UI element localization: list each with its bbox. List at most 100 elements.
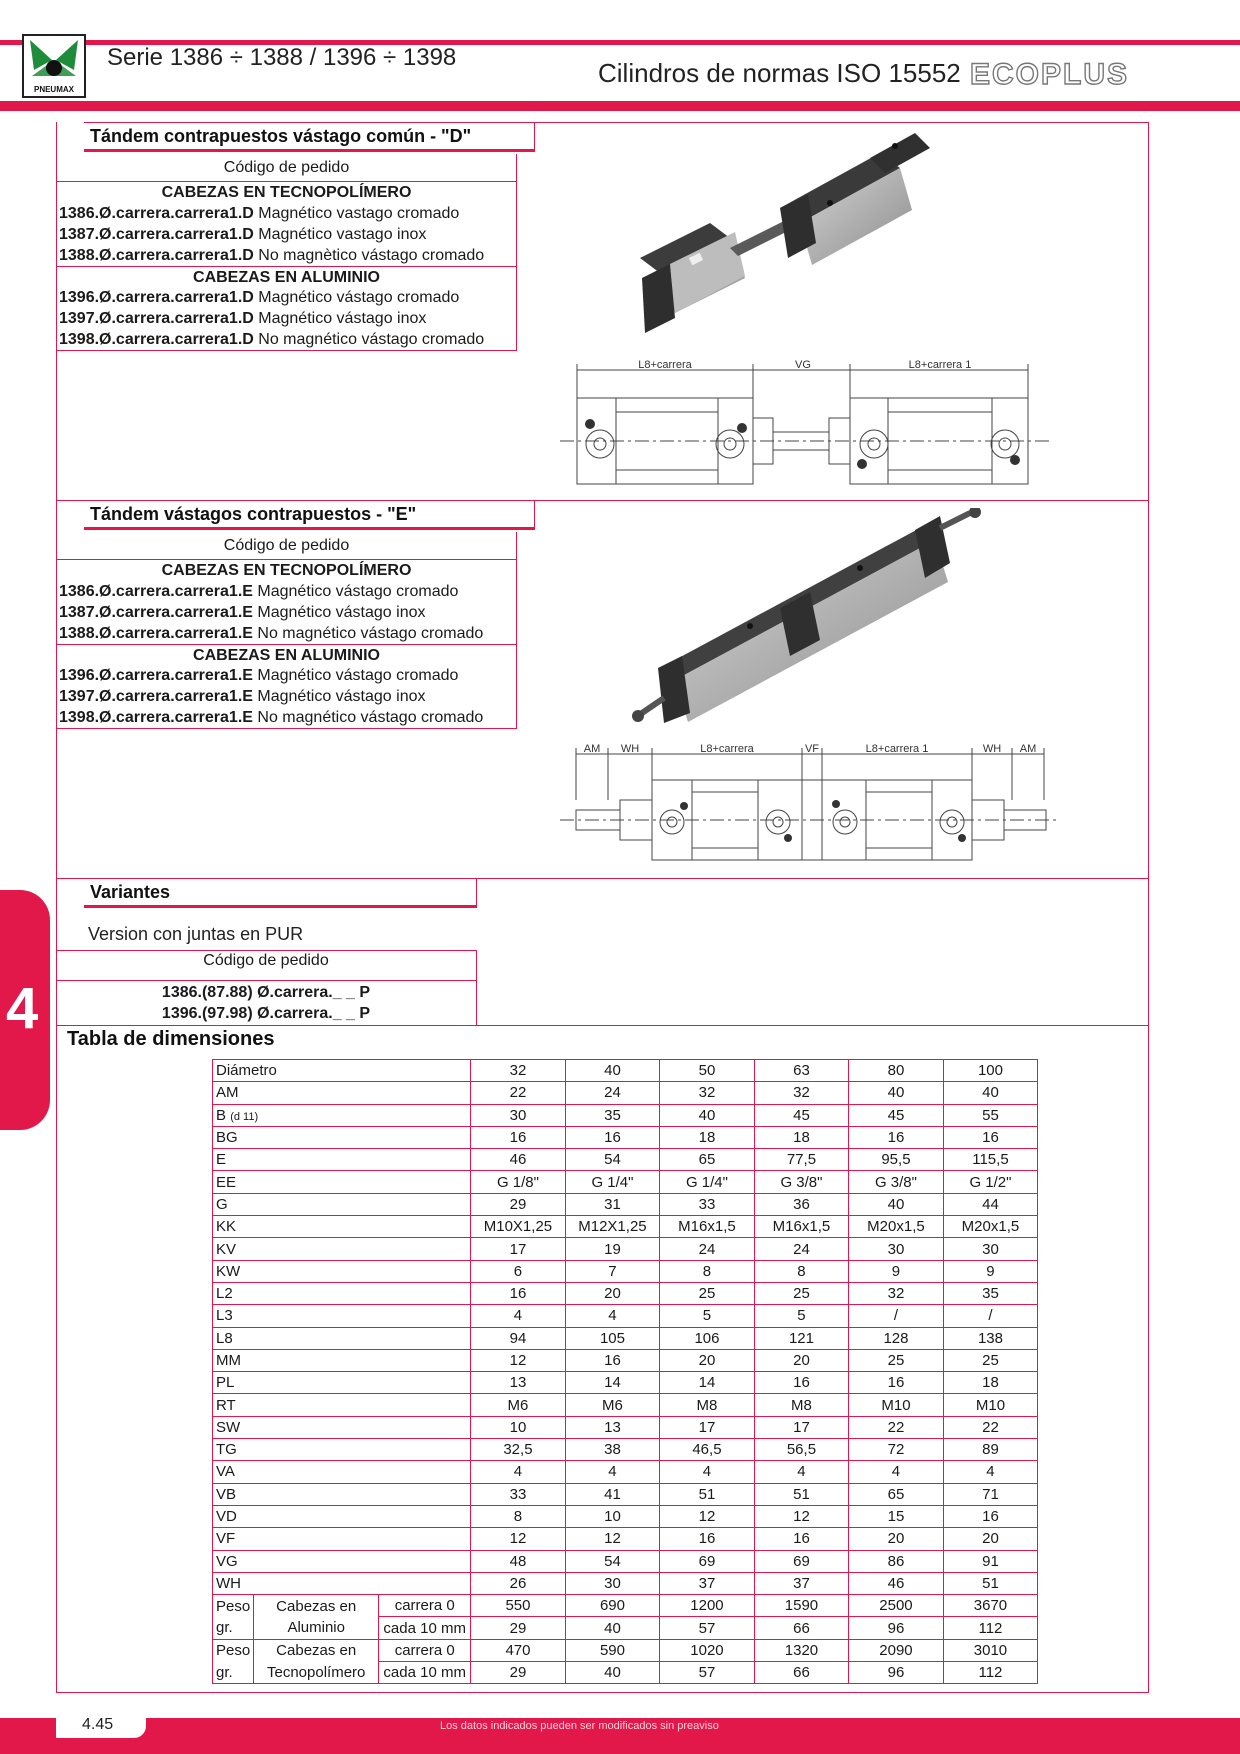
table-cell: 5 xyxy=(659,1304,755,1328)
series-title: Serie 1386 ÷ 1388 / 1396 ÷ 1398 xyxy=(107,44,457,71)
table-cell: 12 xyxy=(659,1504,755,1529)
variants-box-right xyxy=(476,950,477,1025)
divider-variants-table xyxy=(56,1025,1149,1026)
table-cell: 16 xyxy=(470,1281,566,1306)
table-cell: 138 xyxy=(942,1326,1039,1350)
table-cell: 96 xyxy=(848,1661,944,1685)
table-cell: 24 xyxy=(753,1237,850,1261)
table-cell: 4 xyxy=(564,1460,661,1484)
dim-am-right: AM xyxy=(1020,743,1037,755)
tandem-e-product-image xyxy=(632,508,981,723)
table-cell: 10 xyxy=(564,1504,661,1529)
table-cell: 19 xyxy=(564,1237,661,1261)
dim-wh-right: WH xyxy=(983,743,1001,755)
table-cell: 46 xyxy=(848,1571,944,1596)
dim-wh-left: WH xyxy=(621,743,639,755)
table-cell: 40 xyxy=(564,1616,661,1640)
table-cell: 22 xyxy=(942,1415,1039,1440)
table-cell: 30 xyxy=(848,1237,944,1261)
table-cell: 25 xyxy=(942,1348,1039,1373)
weight-gr-label: gr. xyxy=(211,1661,255,1685)
row-label: VA xyxy=(211,1460,472,1484)
weight-stroke-label: carrera 0 xyxy=(378,1638,472,1663)
table-cell: 22 xyxy=(470,1081,566,1105)
table-cell: 690 xyxy=(564,1594,661,1618)
table-cell: G 1/8" xyxy=(470,1170,566,1194)
table-cell: 16 xyxy=(848,1125,944,1150)
order-item: 1396.Ø.carrera.carrera1.D Magnético vást… xyxy=(59,289,460,306)
frame-left-lower xyxy=(56,1028,57,1692)
table-cell: 10 xyxy=(470,1415,566,1440)
table-cell: 1320 xyxy=(753,1638,850,1663)
group-aluminio: CABEZAS EN ALUMINIO xyxy=(57,644,516,665)
variants-rule xyxy=(56,950,476,951)
table-cell: 14 xyxy=(659,1371,755,1395)
table-cell: 1200 xyxy=(659,1594,755,1618)
chapter-tab xyxy=(0,890,50,1130)
dim-l8-carrera1: L8+carrera 1 xyxy=(866,743,929,755)
table-cell: 16 xyxy=(942,1125,1039,1150)
table-cell: 18 xyxy=(659,1125,755,1150)
order-code-label: Código de pedido xyxy=(57,154,516,182)
weight-gr-label: gr. xyxy=(211,1616,255,1640)
table-cell: 5 xyxy=(753,1304,850,1328)
table-cell: 112 xyxy=(942,1661,1039,1685)
table-cell: M10X1,25 xyxy=(470,1215,566,1239)
table-cell: 16 xyxy=(659,1527,755,1551)
table-cell: 9 xyxy=(942,1259,1039,1283)
page-number-tab xyxy=(56,1714,146,1738)
table-cell: 20 xyxy=(942,1527,1039,1551)
section-d-order-box: Código de pedido CABEZAS EN TECNOPOLÍMER… xyxy=(56,154,517,351)
order-item: 1387.Ø.carrera.carrera1.D Magnético vast… xyxy=(59,226,427,243)
table-cell: 46 xyxy=(470,1148,566,1172)
variant-code: 1386.(87.88) Ø.carrera._ _ P xyxy=(161,984,371,1001)
table-cell: M12X1,25 xyxy=(564,1215,661,1239)
variants-subtitle: Version con juntas en PUR xyxy=(88,924,304,944)
table-cell: 51 xyxy=(659,1482,755,1506)
table-cell: M8 xyxy=(659,1393,755,1417)
svg-text:ECOPLUS: ECOPLUS xyxy=(970,58,1129,91)
table-cell: 69 xyxy=(659,1549,755,1573)
row-label: SW xyxy=(211,1415,472,1440)
variants-order-label: Código de pedido xyxy=(203,952,329,969)
row-label: VF xyxy=(211,1527,472,1551)
table-cell: 45 xyxy=(848,1103,944,1127)
table-cell: 80 xyxy=(848,1058,944,1083)
table-cell: 20 xyxy=(659,1348,755,1373)
table-cell: 32 xyxy=(848,1281,944,1306)
order-item: 1397.Ø.carrera.carrera1.E Magnético vást… xyxy=(59,688,426,705)
table-cell: 18 xyxy=(753,1125,850,1150)
order-item: 1388.Ø.carrera.carrera1.D No magnètico v… xyxy=(59,247,485,264)
table-cell: 12 xyxy=(470,1348,566,1373)
table-cell: 25 xyxy=(659,1281,755,1306)
row-label: BG xyxy=(211,1125,472,1150)
weight-stroke-label: carrera 0 xyxy=(378,1594,472,1618)
order-item: 1398.Ø.carrera.carrera1.D No magnético v… xyxy=(59,331,485,348)
row-label: G xyxy=(211,1192,472,1217)
order-item: 1396.Ø.carrera.carrera1.E Magnético vást… xyxy=(59,667,459,684)
section-e-title: Tándem vástagos contrapuestos - "E" xyxy=(84,500,535,530)
table-cell: 29 xyxy=(470,1616,566,1640)
table-cell: 66 xyxy=(753,1661,850,1685)
document-title: Cilindros de normas ISO 15552 xyxy=(598,58,961,88)
table-cell: 590 xyxy=(564,1638,661,1663)
table-cell: 30 xyxy=(564,1571,661,1596)
table-cell: 17 xyxy=(753,1415,850,1440)
row-label: PL xyxy=(211,1371,472,1395)
header-bar xyxy=(0,101,1240,111)
order-item: 1398.Ø.carrera.carrera1.E No magnético v… xyxy=(59,709,484,726)
row-label: KW xyxy=(211,1259,472,1283)
weight-peso-label: Peso xyxy=(211,1594,255,1617)
table-cell: 30 xyxy=(470,1103,566,1127)
